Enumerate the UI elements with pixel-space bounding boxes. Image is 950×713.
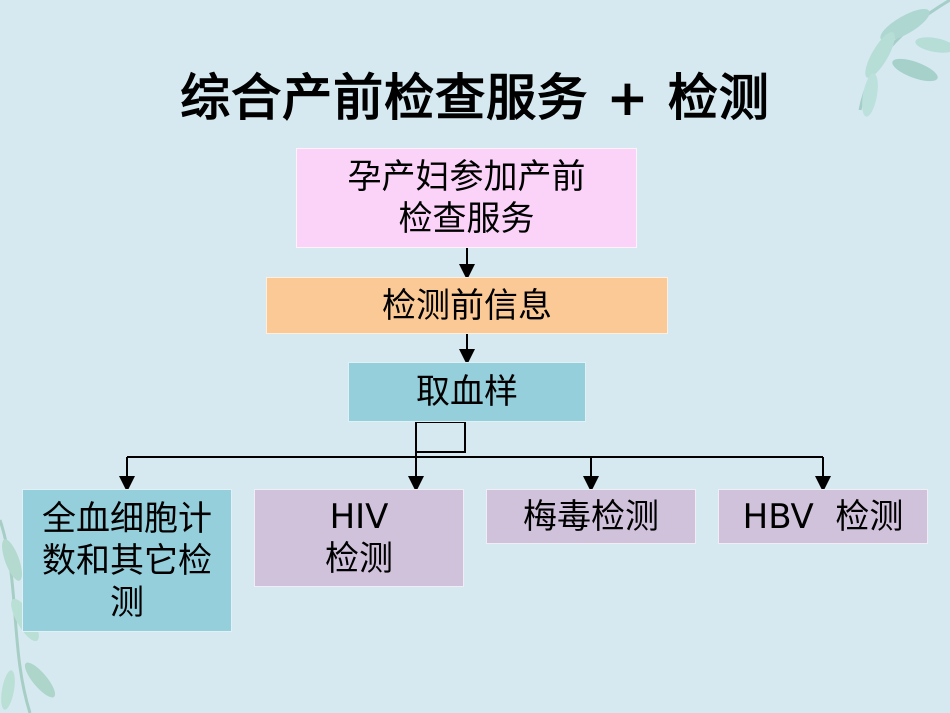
box-hbv-label: HBV 检测: [742, 496, 904, 537]
box-prenatal-line1: 孕产妇参加产前: [347, 157, 586, 197]
box-prenatal-line2: 检查服务: [398, 199, 535, 239]
box-pretest-label: 检测前信息: [382, 285, 552, 326]
box-cbc-test: 全血细胞计 数和其它检 测: [22, 489, 232, 632]
box-cbc-line2: 数和其它检: [42, 540, 212, 581]
box-blood-sample: 取血样: [348, 362, 586, 422]
box-cbc-line3: 测: [110, 582, 144, 623]
page-title: 综合产前检查服务 + 检测: [180, 69, 770, 127]
box-hbv-test: HBV 检测: [718, 489, 928, 544]
box-syphilis-label: 梅毒检测: [523, 496, 659, 537]
box-pretest-info: 检测前信息: [266, 277, 668, 334]
box-cbc-line1: 全血细胞计: [42, 498, 212, 539]
box-prenatal-service: 孕产妇参加产前 检查服务: [296, 148, 637, 248]
box-hiv-line1: HIV: [329, 497, 389, 537]
box-hiv-line2: 检测: [325, 539, 393, 579]
box-syphilis-test: 梅毒检测: [486, 489, 696, 544]
box-blood-label: 取血样: [416, 372, 518, 412]
box-hiv-test: HIV 检测: [254, 489, 464, 587]
